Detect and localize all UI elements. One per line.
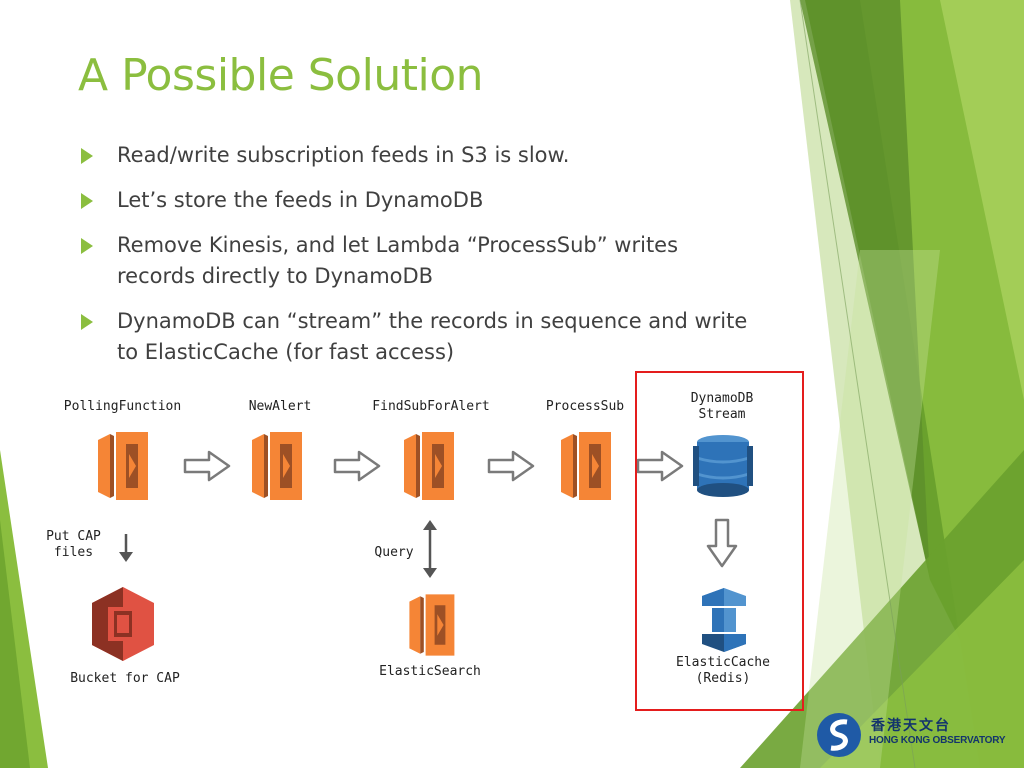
bullet-list: Read/write subscription feeds in S3 is s… xyxy=(80,140,760,382)
logo-english-text: HONG KONG OBSERVATORY xyxy=(869,735,1006,746)
bullet-item: DynamoDB can “stream” the records in seq… xyxy=(80,306,760,368)
lambda-icon xyxy=(252,432,302,500)
bullet-item: Let’s store the feeds in DynamoDB xyxy=(80,185,760,216)
arrow-right-icon xyxy=(487,450,535,482)
elasticsearch-icon xyxy=(409,594,455,656)
bullet-item: Read/write subscription feeds in S3 is s… xyxy=(80,140,760,171)
node-label-processsub: ProcessSub xyxy=(545,399,625,414)
arrow-right-icon xyxy=(636,450,684,482)
triangle-bullet-icon xyxy=(81,148,93,164)
bullet-text: Remove Kinesis, and let Lambda “ProcessS… xyxy=(117,233,679,288)
node-label-findsubforalert: FindSubForAlert xyxy=(372,399,490,414)
triangle-bullet-icon xyxy=(81,238,93,254)
dynamodb-icon xyxy=(693,435,753,497)
node-label-bucket-for-cap: Bucket for CAP xyxy=(70,671,180,686)
arrow-right-icon xyxy=(333,450,381,482)
arrow-right-icon xyxy=(183,450,231,482)
lambda-icon xyxy=(404,432,454,500)
arrow-down-icon xyxy=(706,518,738,568)
logo-chinese-text: 香港天文台 xyxy=(871,718,951,734)
lambda-icon xyxy=(561,432,611,500)
bullet-text: DynamoDB can “stream” the records in seq… xyxy=(117,309,748,364)
hko-emblem-icon xyxy=(817,713,861,757)
elasticache-icon xyxy=(702,588,746,652)
slide-title: A Possible Solution xyxy=(78,50,484,101)
node-label-dynamodb-stream: DynamoDB Stream xyxy=(690,391,754,422)
bullet-item: Remove Kinesis, and let Lambda “ProcessS… xyxy=(80,230,760,292)
bullet-text: Read/write subscription feeds in S3 is s… xyxy=(117,143,570,167)
arrow-down-icon xyxy=(119,534,133,562)
s3-bucket-icon xyxy=(92,587,154,661)
edge-label-put-cap-files: Put CAP files xyxy=(46,529,101,560)
lambda-icon xyxy=(98,432,148,500)
bullet-text: Let’s store the feeds in DynamoDB xyxy=(117,188,484,212)
edge-label-query: Query xyxy=(374,545,414,560)
triangle-bullet-icon xyxy=(81,193,93,209)
node-label-newalert: NewAlert xyxy=(248,399,312,414)
node-label-elasticsearch: ElasticSearch xyxy=(379,664,481,679)
arrow-bidirectional-icon xyxy=(423,520,437,578)
node-label-pollingfunction: PollingFunction xyxy=(63,399,182,414)
node-label-elasticcache: ElasticCache (Redis) xyxy=(676,655,770,686)
triangle-bullet-icon xyxy=(81,314,93,330)
dynamodb-highlight-box xyxy=(635,371,804,711)
hko-logo: 香港天文台 HONG KONG OBSERVATORY xyxy=(815,712,1015,758)
